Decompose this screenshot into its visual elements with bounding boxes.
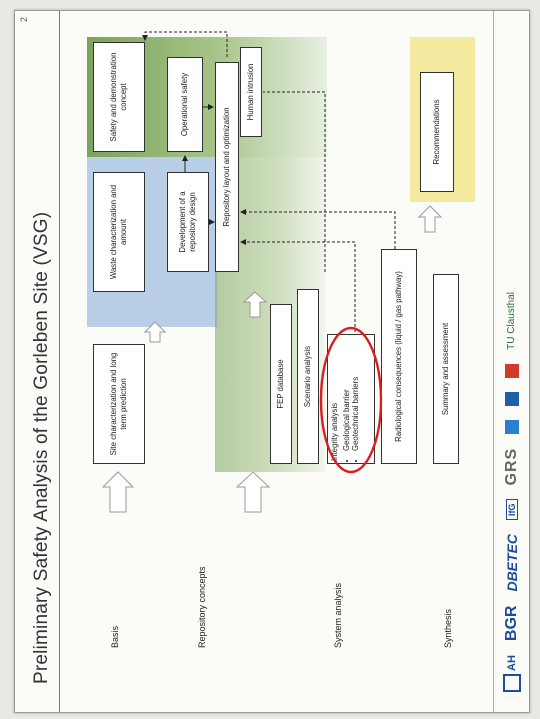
logo-ah: AH (502, 655, 521, 692)
logo-grs: GRS (502, 447, 520, 486)
big-arrow-system (235, 471, 271, 513)
logo-dbetec: DBETEC (503, 533, 520, 592)
footer-logos: AH BGR DBETEC IfG GRS TU Clausthal (493, 11, 529, 712)
logo-ifg: IfG (505, 499, 518, 520)
big-arrow-basis (101, 471, 135, 513)
highlight-ellipse (319, 326, 383, 474)
red-square-logo (504, 363, 519, 378)
diagram-connectors (101, 31, 443, 513)
slide: Preliminary Safety Analysis of the Gorle… (14, 10, 530, 713)
arrow-to-layout (242, 291, 268, 318)
dark-blue-square-logo (504, 391, 519, 406)
arrow-to-recommendations (417, 205, 443, 233)
slide-content: Preliminary Safety Analysis of the Gorle… (15, 11, 529, 712)
arrow-to-design (143, 321, 167, 343)
logo-bgr: BGR (502, 605, 520, 642)
logo-tu-clausthal: TU Clausthal (506, 292, 517, 350)
blue-square-logo (504, 419, 519, 434)
